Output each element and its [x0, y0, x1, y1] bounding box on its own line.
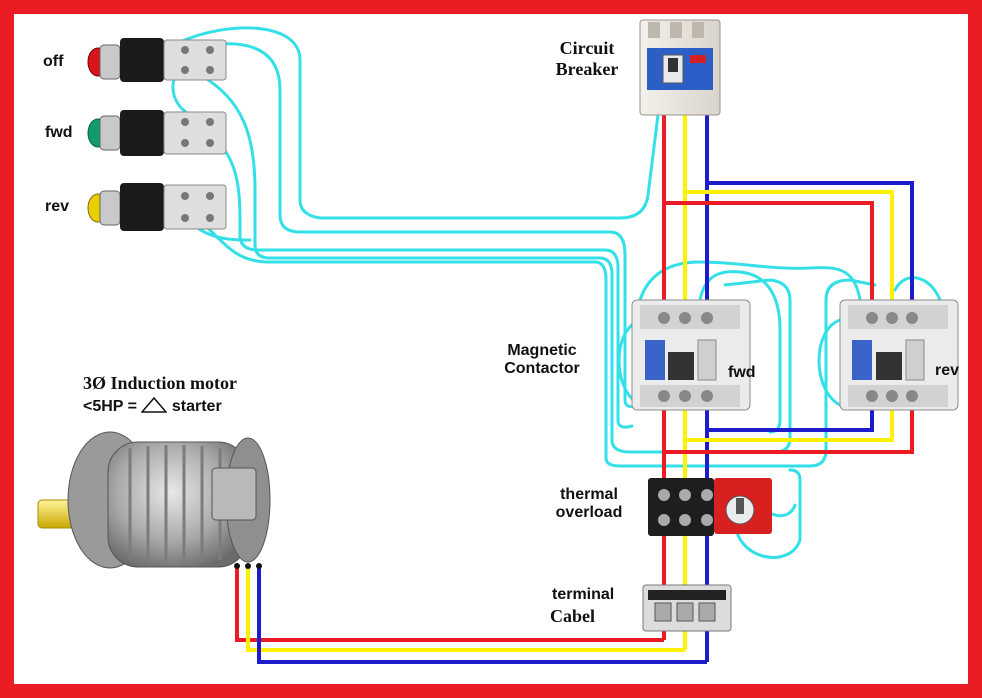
induction-motor: [37, 431, 271, 569]
magnetic-contactor-label: Magnetic Contactor: [496, 342, 588, 378]
circuit-breaker: [639, 19, 721, 116]
circuit-breaker-label-line1: Circuit: [559, 38, 615, 58]
motor-label-line1: 3Ø Induction motor: [83, 373, 238, 393]
motor-label-suffix: starter: [171, 398, 222, 415]
motor-label-prefix: <5HP =: [83, 398, 137, 415]
magnetic-contactor-label-line1: Magnetic: [507, 342, 577, 359]
circuit-breaker-label-line2: Breaker: [555, 59, 619, 79]
rev-button-label: rev: [45, 198, 70, 215]
contactor-rev-label: rev: [935, 362, 960, 379]
thermal-overload-label-line2: overload: [555, 504, 623, 521]
thermal-overload-relay: [648, 478, 772, 536]
magnetic-contactor-fwd: [631, 299, 751, 411]
power-wiring: [235, 110, 914, 664]
thermal-overload-label: thermal overload: [548, 486, 630, 522]
magnetic-contactor-label-line2: Contactor: [504, 360, 580, 377]
delta-triangle-icon: [141, 397, 168, 413]
terminal-block: [642, 584, 732, 632]
contactor-fwd-label: fwd: [728, 364, 756, 381]
circuit-breaker-label: Circuit Breaker: [545, 38, 629, 80]
fwd-button-label: fwd: [45, 124, 73, 141]
push-button-off[interactable]: [87, 38, 227, 82]
push-button-rev[interactable]: [87, 183, 227, 231]
control-wiring: [171, 26, 942, 559]
push-button-fwd[interactable]: [87, 110, 227, 156]
motor-label-line2: <5HP = starter: [83, 397, 222, 416]
off-button-label: off: [43, 53, 64, 70]
terminal-label-line2: Cabel: [550, 606, 595, 626]
thermal-overload-label-line1: thermal: [560, 486, 618, 503]
terminal-label-line1: terminal: [552, 586, 615, 603]
magnetic-contactor-rev: [839, 299, 959, 411]
